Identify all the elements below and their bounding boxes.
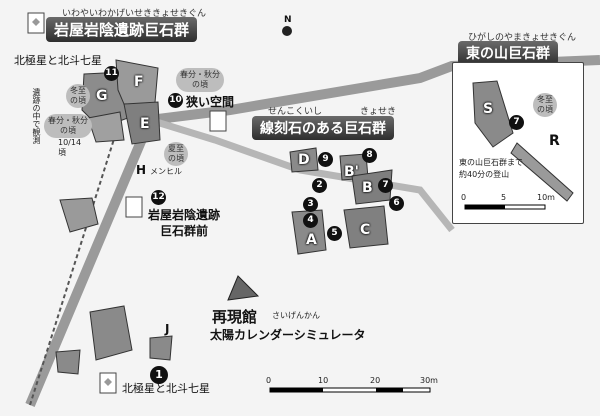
marker-12: 12 — [151, 190, 166, 205]
stone-s-letter: S — [483, 101, 494, 117]
north-arrow-icon — [282, 26, 292, 36]
book-icon — [99, 372, 117, 394]
ruins-observe-label: 遺跡の中で観測 — [32, 88, 41, 144]
iwaya-front-line1: 岩屋岩陰遺跡 — [148, 208, 221, 222]
stone-d-shape — [289, 147, 319, 173]
museum-subtitle: 太陽カレンダーシミュレータ — [210, 328, 366, 342]
inset-winter-bubble: 冬至 の頃 — [533, 93, 557, 117]
menhir-label: メンヒル — [150, 167, 182, 176]
marker-5: 5 — [327, 226, 342, 241]
museum-reading: さいげんかん — [272, 311, 320, 320]
inset-scale-10: 10m — [537, 193, 555, 202]
iwaya-front-line2: 巨石群前 — [160, 224, 209, 238]
inset-marker-7: 7 — [509, 115, 524, 130]
inset-note-line1: 東の山巨石群まで — [459, 158, 523, 167]
iwaya-title-reading: いわやいわかげいせききょせきぐん — [62, 9, 207, 19]
marker-1: 1 — [150, 366, 168, 384]
senkoku-title: 線刻石のある巨石群 — [252, 116, 394, 140]
rock-south-1 — [89, 305, 133, 361]
stone-e-letter: E — [140, 116, 150, 132]
stone-c-shape — [343, 205, 389, 249]
iwaya-title: 岩屋岩陰遺跡巨石群 — [46, 17, 198, 42]
summer-bubble: 夏至 の頃 — [164, 142, 188, 166]
marker-11: 11 — [104, 66, 119, 81]
inset-note-line2: 約40分の登山 — [459, 170, 510, 179]
rock-j — [149, 335, 173, 361]
scale-tick-30: 30m — [420, 376, 438, 385]
stone-e-shape — [123, 101, 161, 145]
stone-r-letter: R — [549, 133, 560, 149]
scale-tick-0: 0 — [266, 376, 272, 385]
book-icon — [209, 110, 227, 132]
book-icon — [27, 12, 45, 34]
stone-a-letter: A — [306, 232, 317, 248]
higashi-title-reading: ひがしのやまきょせきぐん — [468, 33, 577, 43]
rock-west — [59, 197, 99, 233]
narrow-space-label: 狭い空間 — [186, 95, 235, 109]
marker-2: 2 — [312, 178, 327, 193]
stone-small-shape — [87, 111, 125, 143]
inset-scale-5: 5 — [501, 193, 507, 202]
inset-scale-0: 0 — [461, 193, 467, 202]
stone-bp-letter: B' — [344, 164, 359, 180]
marker-9: 9 — [318, 152, 333, 167]
marker-4: 4 — [303, 213, 318, 228]
museum-hut — [227, 275, 260, 301]
senkoku-reading-a: せんこくいし — [268, 107, 323, 117]
equinox-bubble-top: 春分・秋分 の頃 — [176, 68, 224, 92]
museum-title: 再現館 — [212, 308, 258, 326]
north-label: N — [284, 15, 292, 25]
polaris-top-label: 北極星と北斗七星 — [14, 54, 102, 67]
equinox-bubble-left: 春分・秋分 の頃 — [44, 114, 92, 138]
higashi-inset-map: S 7 R 冬至 の頃 東の山巨石群まで 約40分の登山 0 5 10m — [452, 62, 584, 224]
senkoku-reading-b: きょせき — [360, 107, 397, 117]
polaris-bottom-label: 北極星と北斗七星 — [122, 382, 210, 395]
scale-tick-10: 10 — [318, 376, 329, 385]
menhir-letter: H — [136, 163, 147, 177]
oct14-label: 10/14 頃 — [58, 138, 82, 157]
higashi-title: 東の山巨石群 — [458, 41, 558, 65]
marker-7: 7 — [378, 178, 393, 193]
stone-d-letter: D — [298, 152, 310, 168]
inset-drawing — [464, 80, 574, 210]
marker-6: 6 — [389, 196, 404, 211]
stone-j-letter: J — [165, 322, 170, 336]
rock-south-2 — [55, 349, 81, 375]
book-icon — [125, 196, 143, 218]
marker-8: 8 — [362, 148, 377, 163]
path-dashed — [29, 119, 121, 406]
scale-tick-20: 20 — [370, 376, 381, 385]
marker-3: 3 — [303, 197, 318, 212]
stone-c-letter: C — [360, 222, 371, 238]
winter-bubble: 冬至 の頃 — [66, 84, 90, 108]
stone-b-letter: B — [362, 180, 373, 196]
stone-f-letter: F — [134, 74, 144, 90]
marker-10: 10 — [168, 93, 183, 108]
stone-g-letter: G — [96, 88, 108, 104]
